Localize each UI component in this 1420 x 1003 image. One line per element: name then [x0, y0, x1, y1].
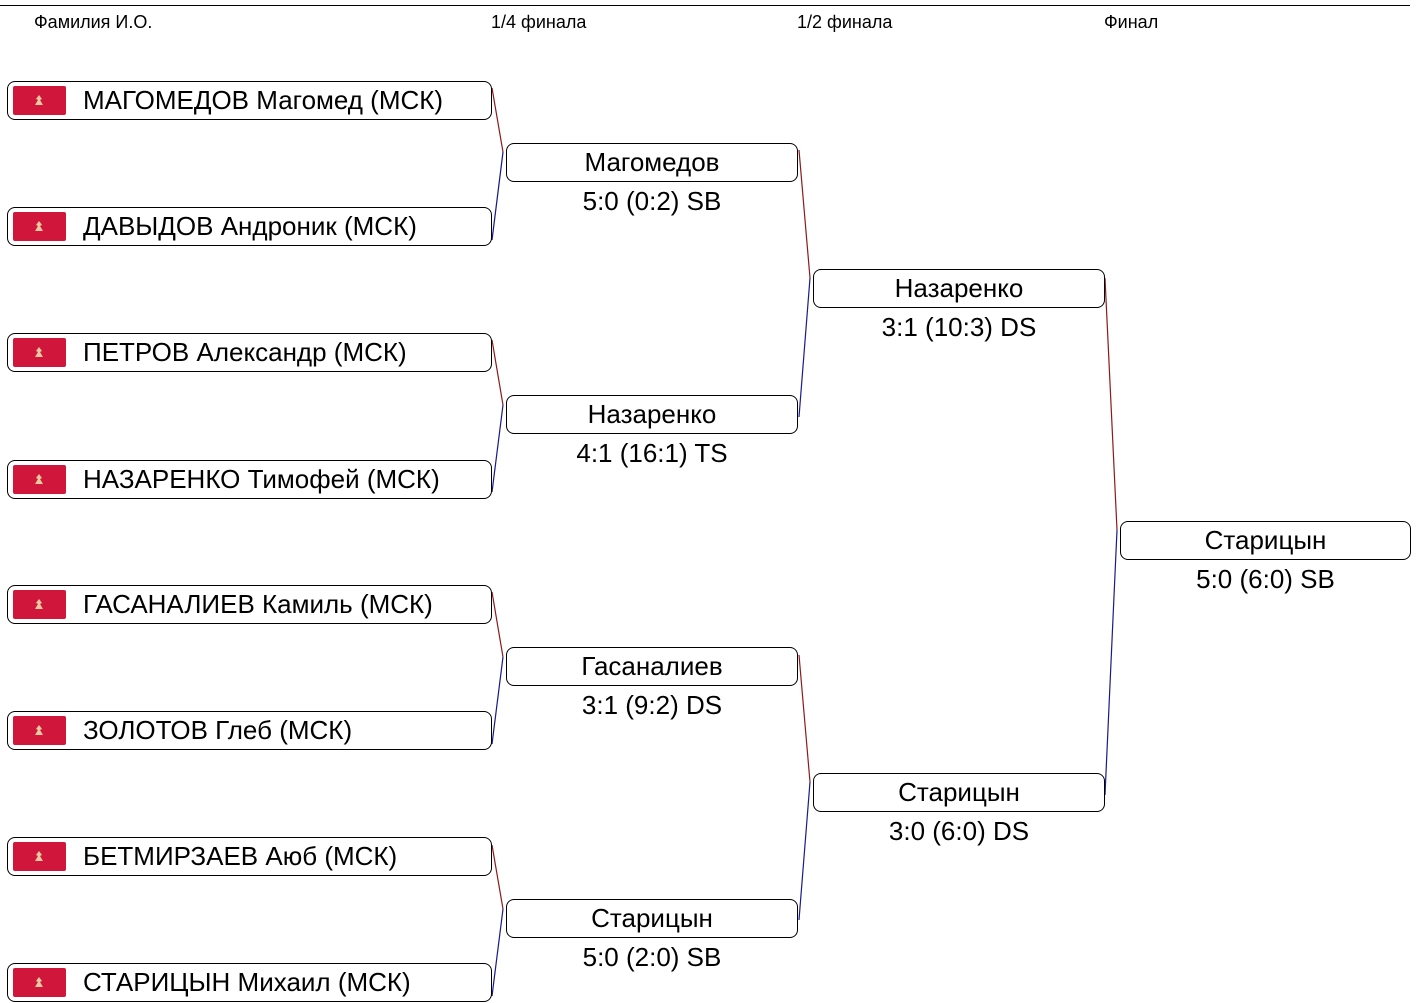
- match-score: 5:0 (2:0) SB: [582, 942, 722, 972]
- participant-name: МАГОМЕДОВ Магомед (МСК): [83, 85, 444, 115]
- connector-final-winner: [1104, 277, 1118, 531]
- connector-qf2-winner: [491, 339, 504, 406]
- participant-box: ДАВЫДОВ Андроник (МСК): [7, 207, 492, 246]
- connector-sf2-loser: [798, 781, 811, 921]
- quarterfinal-winner-box: Старицын: [506, 899, 798, 938]
- connector-qf4-loser: [491, 908, 504, 997]
- match-score: 5:0 (6:0) SB: [1196, 564, 1335, 594]
- participant-box: СТАРИЦЫН Михаил (МСК): [7, 963, 492, 1002]
- winner-name: Магомедов: [584, 147, 720, 177]
- match-score: 3:0 (6:0) DS: [888, 816, 1030, 846]
- moscow-flag-icon: [13, 842, 66, 871]
- participant-box: ГАСАНАЛИЕВ Камиль (МСК): [7, 585, 492, 624]
- connector-final-loser: [1104, 529, 1118, 796]
- participant-name: ПЕТРОВ Александр (МСК): [83, 337, 407, 367]
- winner-name: Назаренко: [894, 273, 1024, 303]
- connector-qf2-loser: [491, 404, 504, 493]
- moscow-flag-icon: [13, 86, 66, 115]
- header-name-column: Фамилия И.О.: [34, 12, 153, 32]
- moscow-flag-icon: [13, 590, 66, 619]
- header-final: Финал: [1104, 12, 1159, 32]
- moscow-flag-icon: [13, 465, 66, 494]
- match-score: 4:1 (16:1) TS: [576, 438, 728, 468]
- match-score: 5:0 (0:2) SB: [582, 186, 722, 216]
- connector-qf1-loser: [491, 151, 504, 241]
- connector-sf2-winner: [798, 654, 811, 783]
- connector-qf3-loser: [491, 656, 504, 745]
- winner-name: Гасаналиев: [581, 651, 723, 681]
- moscow-flag-icon: [13, 716, 66, 745]
- winner-name: Назаренко: [587, 399, 717, 429]
- winner-name: Старицын: [898, 777, 1020, 807]
- moscow-flag-icon: [13, 968, 66, 997]
- header-quarterfinal: 1/4 финала: [491, 12, 587, 32]
- quarterfinal-winner-box: Гасаналиев: [506, 647, 798, 686]
- participant-box: НАЗАРЕНКО Тимофей (МСК): [7, 460, 492, 499]
- connector-qf1-winner: [491, 87, 504, 153]
- match-score: 3:1 (10:3) DS: [881, 312, 1037, 342]
- semifinal-winner-box: Назаренко: [813, 269, 1105, 308]
- quarterfinal-winner-box: Назаренко: [506, 395, 798, 434]
- final-winner-box: Старицын: [1120, 521, 1411, 560]
- winner-name: Старицын: [591, 903, 713, 933]
- participant-box: ПЕТРОВ Александр (МСК): [7, 333, 492, 372]
- match-score: 3:1 (9:2) DS: [581, 690, 723, 720]
- participant-name: ГАСАНАЛИЕВ Камиль (МСК): [83, 589, 433, 619]
- participant-name: ДАВЫДОВ Андроник (МСК): [83, 211, 417, 241]
- quarterfinal-winner-box: Магомедов: [506, 143, 798, 182]
- connector-sf1-loser: [798, 277, 811, 418]
- connector-qf3-winner: [491, 591, 504, 658]
- moscow-flag-icon: [13, 212, 66, 241]
- participant-box: БЕТМИРЗАЕВ Аюб (МСК): [7, 837, 492, 876]
- participant-name: БЕТМИРЗАЕВ Аюб (МСК): [83, 841, 398, 871]
- moscow-flag-icon: [13, 338, 66, 367]
- winner-name: Старицын: [1204, 525, 1327, 555]
- top-rule: [0, 5, 1410, 6]
- participant-name: СТАРИЦЫН Михаил (МСК): [83, 967, 411, 997]
- connector-sf1-winner: [798, 149, 811, 279]
- connector-qf4-winner: [491, 844, 504, 910]
- participant-box: МАГОМЕДОВ Магомед (МСК): [7, 81, 492, 120]
- participant-box: ЗОЛОТОВ Глеб (МСК): [7, 711, 492, 750]
- participant-name: НАЗАРЕНКО Тимофей (МСК): [83, 464, 440, 494]
- semifinal-winner-box: Старицын: [813, 773, 1105, 812]
- participant-name: ЗОЛОТОВ Глеб (МСК): [83, 715, 353, 745]
- header-semifinal: 1/2 финала: [797, 12, 893, 32]
